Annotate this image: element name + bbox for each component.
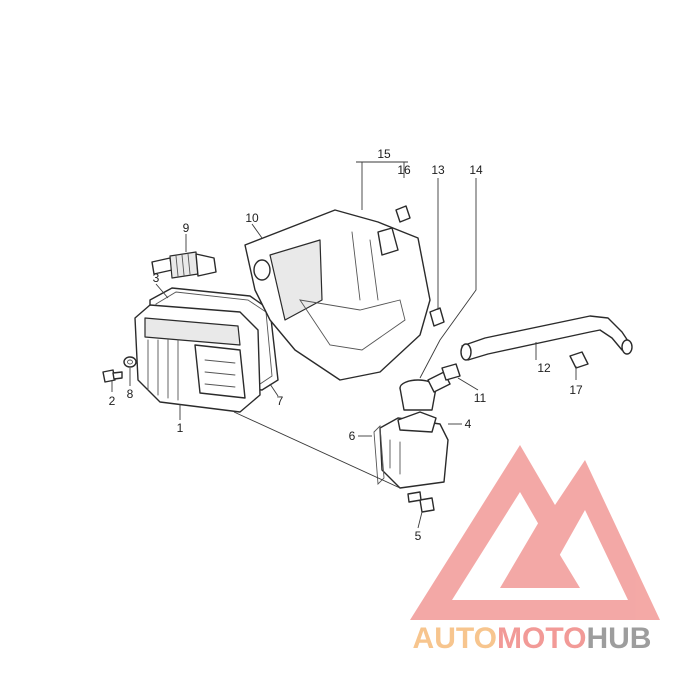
logo-triangle-core: [500, 520, 580, 588]
callout-14: 14: [469, 163, 483, 177]
washer-part: [123, 356, 137, 368]
callout-4: 4: [465, 417, 472, 431]
clip-16-part: [395, 205, 411, 223]
callout-15: 15: [377, 147, 391, 161]
watermark-auto: AUTO: [413, 622, 497, 655]
elbow-part: [399, 371, 451, 411]
engine-shroud-part: [244, 209, 431, 381]
breather-gasket-part: [373, 424, 385, 486]
callout-3: 3: [153, 271, 160, 285]
spark-plug-part: [151, 251, 217, 279]
watermark-logo-icon: [410, 445, 660, 620]
cylinder-head-cover-part: [134, 304, 261, 413]
callout-7: 7: [277, 394, 284, 408]
callout-2: 2: [109, 394, 116, 408]
callout-1: 1: [177, 421, 184, 435]
callout-16: 16: [397, 163, 411, 177]
callout-17: 17: [569, 383, 583, 397]
callout-9: 9: [183, 221, 190, 235]
watermark-moto: MOTO: [497, 622, 586, 655]
watermark-text: AUTOMOTOHUB: [413, 622, 652, 655]
breather-hose-part: [460, 315, 633, 361]
leader-lines: [111, 161, 577, 529]
callout-12: 12: [537, 361, 551, 375]
callout-11: 11: [474, 391, 487, 405]
screw-part: [407, 491, 435, 513]
clamp-11-part: [441, 363, 461, 381]
callout-10: 10: [245, 211, 259, 225]
breather-box-part: [379, 411, 449, 489]
bolt-part: [102, 369, 123, 383]
clip-13-part: [429, 307, 445, 327]
callout-8: 8: [127, 387, 134, 401]
hose-clamp-part: [569, 351, 589, 369]
callout-labels: 9 3 10 15 16 13 14 2 8 7 1 11 12 17 4 6 …: [109, 147, 583, 543]
watermark-hub: HUB: [586, 622, 651, 655]
callout-5: 5: [415, 529, 422, 543]
callout-6: 6: [349, 429, 356, 443]
callout-13: 13: [431, 163, 445, 177]
